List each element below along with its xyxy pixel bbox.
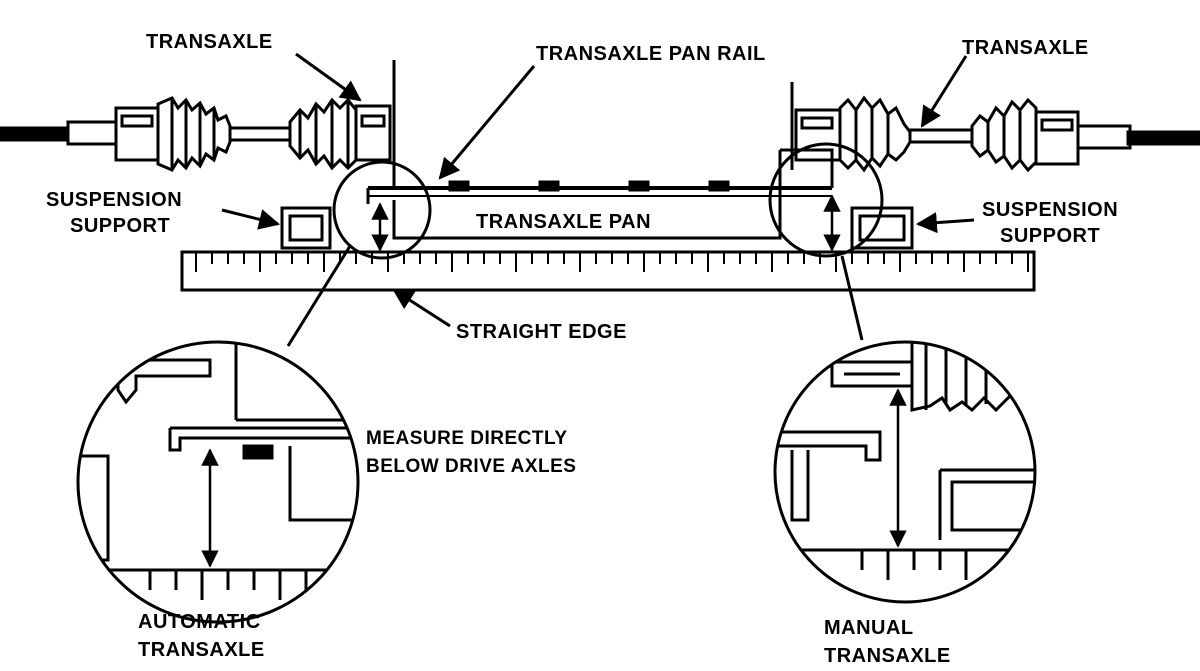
label-transaxle-pan-rail: TRANSAXLE PAN RAIL xyxy=(536,43,766,65)
right-drive-axle xyxy=(790,82,1200,173)
main-measurement-arrows xyxy=(371,194,841,252)
labels: TRANSAXLE TRANSAXLE PAN RAIL TRANSAXLE S… xyxy=(46,31,1118,667)
automatic-detail-view xyxy=(76,340,360,624)
callout-circles xyxy=(332,142,884,260)
label-measure-line1: MEASURE DIRECTLY xyxy=(366,428,568,449)
straight-edge-ruler xyxy=(180,250,1036,292)
callout-connectors xyxy=(286,245,864,347)
manual-detail-circle xyxy=(773,340,1037,604)
label-transaxle-pan: TRANSAXLE PAN xyxy=(476,211,651,233)
label-suspension-right-line2: SUPPORT xyxy=(1000,225,1100,247)
label-straight-edge: STRAIGHT EDGE xyxy=(456,321,627,343)
label-measure-line2: BELOW DRIVE AXLES xyxy=(366,456,576,477)
leader-arrows xyxy=(221,52,975,328)
label-automatic-line1: AUTOMATIC xyxy=(138,611,261,633)
label-manual-line2: TRANSAXLE xyxy=(824,645,951,666)
label-transaxle-right: TRANSAXLE xyxy=(962,37,1089,59)
transaxle-pan xyxy=(366,148,834,240)
left-drive-axle xyxy=(0,60,396,190)
label-suspension-left-line1: SUSPENSION xyxy=(46,189,182,211)
label-automatic-line2: TRANSAXLE xyxy=(138,639,265,661)
automatic-detail-circle xyxy=(76,340,360,624)
manual-detail-view xyxy=(773,340,1037,604)
label-suspension-right-line1: SUSPENSION xyxy=(982,199,1118,221)
label-suspension-left-line2: SUPPORT xyxy=(70,215,170,237)
label-manual-line1: MANUAL xyxy=(824,617,914,639)
label-transaxle-left: TRANSAXLE xyxy=(146,31,273,53)
